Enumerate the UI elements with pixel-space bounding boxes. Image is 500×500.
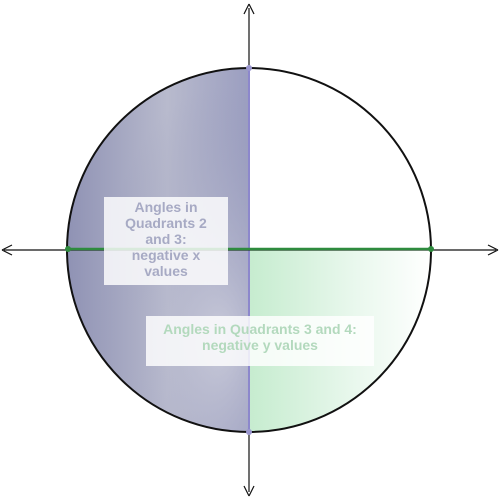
y-axis-top-arrow-icon	[243, 3, 255, 15]
point-right	[428, 246, 434, 252]
quadrants-2-3-label-line4: negative x	[131, 247, 201, 263]
point-bottom	[246, 429, 252, 435]
x-axis-left-arrow-icon	[1, 244, 13, 256]
quadrants-2-3-label-line5: values	[144, 263, 188, 279]
quadrants-3-4-label-line1: Angles in Quadrants 3 and 4:	[163, 321, 357, 337]
quadrants-3-4-label-line2: negative y values	[202, 337, 318, 353]
point-top	[246, 65, 252, 71]
x-axis-right-arrow-icon	[487, 244, 499, 256]
quadrants-2-3-label: Angles in Quadrants 2 and 3: negative x …	[104, 197, 228, 285]
y-axis-bottom-arrow-icon	[243, 485, 255, 497]
quadrants-2-3-label-line2: Quadrants 2	[125, 215, 207, 231]
quadrants-2-3-label-line1: Angles in	[134, 199, 198, 215]
point-left	[65, 246, 71, 252]
quadrants-2-3-label-line3: and 3:	[145, 231, 187, 247]
quadrants-3-4-label: Angles in Quadrants 3 and 4: negative y …	[146, 316, 374, 366]
